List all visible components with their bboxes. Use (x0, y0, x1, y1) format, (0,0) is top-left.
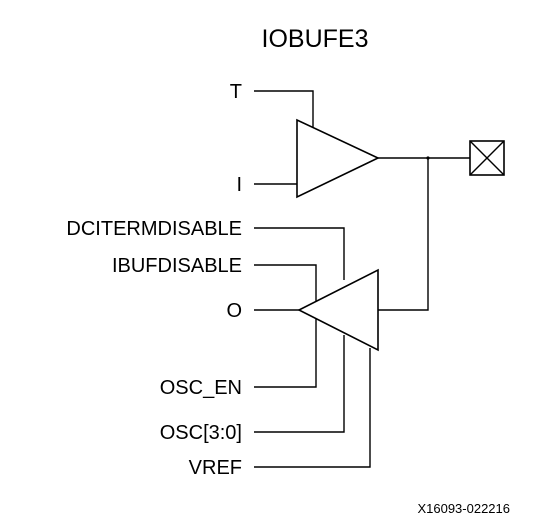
wire-ibufdisable (254, 264, 317, 303)
input-buffer-triangle (297, 268, 379, 352)
wire-dcitermdisable (254, 227, 345, 280)
wire-vref (254, 348, 371, 468)
port-label-dcitermdisable: DCITERMDISABLE (66, 218, 242, 240)
port-label-osc-en: OSC_EN (160, 377, 242, 399)
io-pad-cross-line-2 (469, 140, 505, 176)
port-label-osc: OSC[3:0] (160, 422, 242, 444)
io-pad-crossed-box (469, 140, 505, 176)
port-label-i: I (236, 174, 242, 196)
wire-osc-en (254, 317, 317, 388)
port-label-ibufdisable: IBUFDISABLE (112, 255, 242, 277)
output-buffer-triangle (296, 118, 380, 199)
port-label-t: T (230, 81, 242, 103)
wire-t (254, 90, 314, 131)
port-label-o: O (226, 300, 242, 322)
wire-pad-to-input-buffer (378, 158, 429, 311)
figure-id: X16093-022216 (417, 501, 510, 516)
port-label-vref: VREF (189, 457, 242, 479)
diagram-title: IOBUFE3 (262, 25, 369, 53)
wires (254, 90, 470, 468)
junction-dot (426, 156, 430, 160)
wire-osc (254, 335, 345, 433)
